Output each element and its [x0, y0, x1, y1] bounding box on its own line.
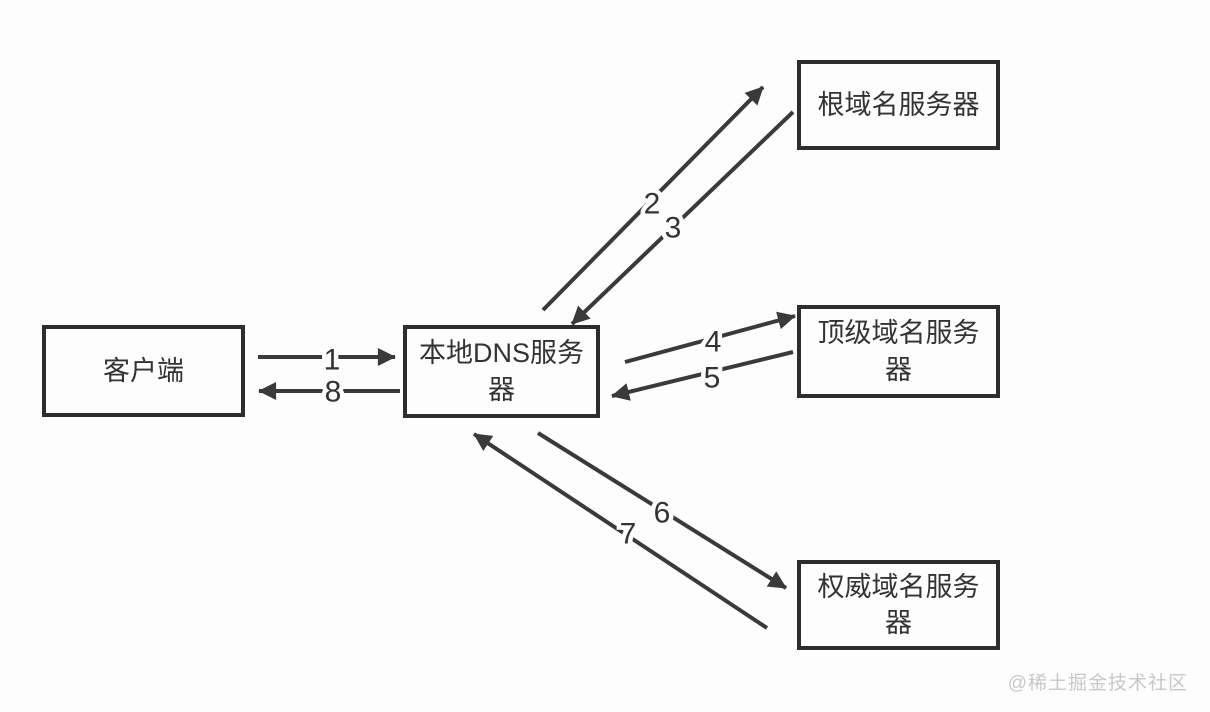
node-authoritative-name-server: 权威域名服务器: [797, 560, 1000, 650]
arrow-label-2: 2: [644, 188, 661, 221]
arrow-6-localdns-to-auth: [536, 431, 788, 590]
arrow-5-tld-to-localdns: [611, 350, 794, 401]
arrow-label-3: 3: [665, 212, 682, 245]
node-local-dns-server-label: 本地DNS服务器: [418, 338, 584, 405]
arrow-2-localdns-to-root: [541, 85, 765, 312]
arrow-label-4: 4: [705, 326, 722, 359]
arrow-label-7: 7: [620, 518, 637, 551]
arrow-label-6: 6: [654, 497, 671, 530]
node-root-name-server: 根域名服务器: [797, 60, 1000, 150]
node-client-label: 客户端: [103, 355, 184, 386]
arrow-3-root-to-localdns: [570, 110, 795, 326]
node-authoritative-name-server-label: 权威域名服务器: [817, 571, 980, 638]
arrow-4-localdns-to-tld: [624, 311, 796, 364]
node-local-dns-server: 本地DNS服务器: [403, 325, 600, 418]
node-client: 客户端: [42, 325, 245, 417]
arrow-label-8: 8: [325, 376, 342, 409]
node-root-name-server-label: 根域名服务器: [817, 89, 980, 120]
watermark: @稀土掘金技术社区: [1007, 673, 1188, 694]
node-tld-name-server-label: 顶级域名服务器: [817, 318, 980, 385]
arrow-label-5: 5: [704, 362, 721, 395]
node-tld-name-server: 顶级域名服务器: [797, 305, 1000, 398]
arrow-label-1: 1: [324, 344, 341, 377]
arrow-7-auth-to-localdns: [472, 432, 769, 630]
